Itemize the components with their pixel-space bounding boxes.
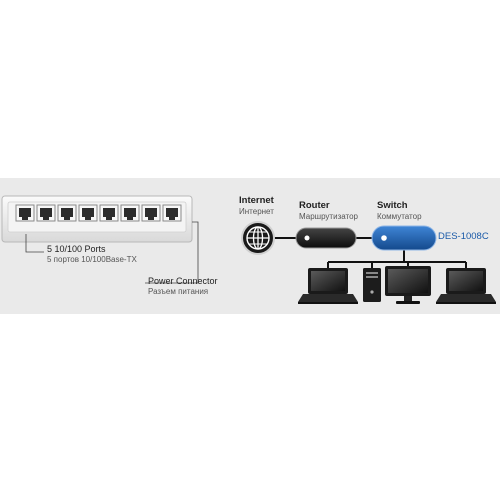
laptop-icon bbox=[436, 268, 496, 304]
internet-label-ru: Интернет bbox=[239, 207, 274, 216]
ports-label-ru: 5 портов 10/100Base-TX bbox=[47, 255, 137, 264]
power-connector-label-ru: Разъем питания bbox=[148, 287, 209, 296]
router-label-ru: Маршрутизатор bbox=[299, 212, 358, 221]
ethernet-port-icon bbox=[162, 204, 182, 222]
monitor-icon bbox=[385, 266, 431, 304]
globe-icon bbox=[241, 221, 275, 255]
ethernet-port-icon bbox=[141, 204, 161, 222]
ethernet-port-icon bbox=[15, 204, 35, 222]
router-label-en: Router bbox=[299, 200, 330, 211]
ports-label-en: 5 10/100 Ports bbox=[47, 244, 106, 254]
desktop-computer-icon bbox=[363, 268, 381, 302]
internet-label-en: Internet bbox=[239, 195, 274, 206]
switch-icon bbox=[371, 225, 437, 251]
ethernet-port-icon bbox=[120, 204, 140, 222]
power-connector-label-en: Power Connector bbox=[148, 276, 218, 286]
callout-lines bbox=[25, 221, 199, 284]
switch-label-ru: Коммутатор bbox=[377, 212, 422, 221]
ethernet-port-icon bbox=[57, 204, 77, 222]
switch-model-label: DES-1008C bbox=[438, 231, 489, 242]
switch-front-panel bbox=[1, 195, 193, 243]
ethernet-port-icon bbox=[78, 204, 98, 222]
network-links bbox=[274, 237, 467, 268]
ethernet-port-icon bbox=[36, 204, 56, 222]
router-icon bbox=[295, 227, 357, 249]
laptop-icon bbox=[298, 268, 358, 304]
ethernet-port-icon bbox=[99, 204, 119, 222]
switch-label-en: Switch bbox=[377, 200, 408, 211]
port-row bbox=[15, 204, 182, 222]
